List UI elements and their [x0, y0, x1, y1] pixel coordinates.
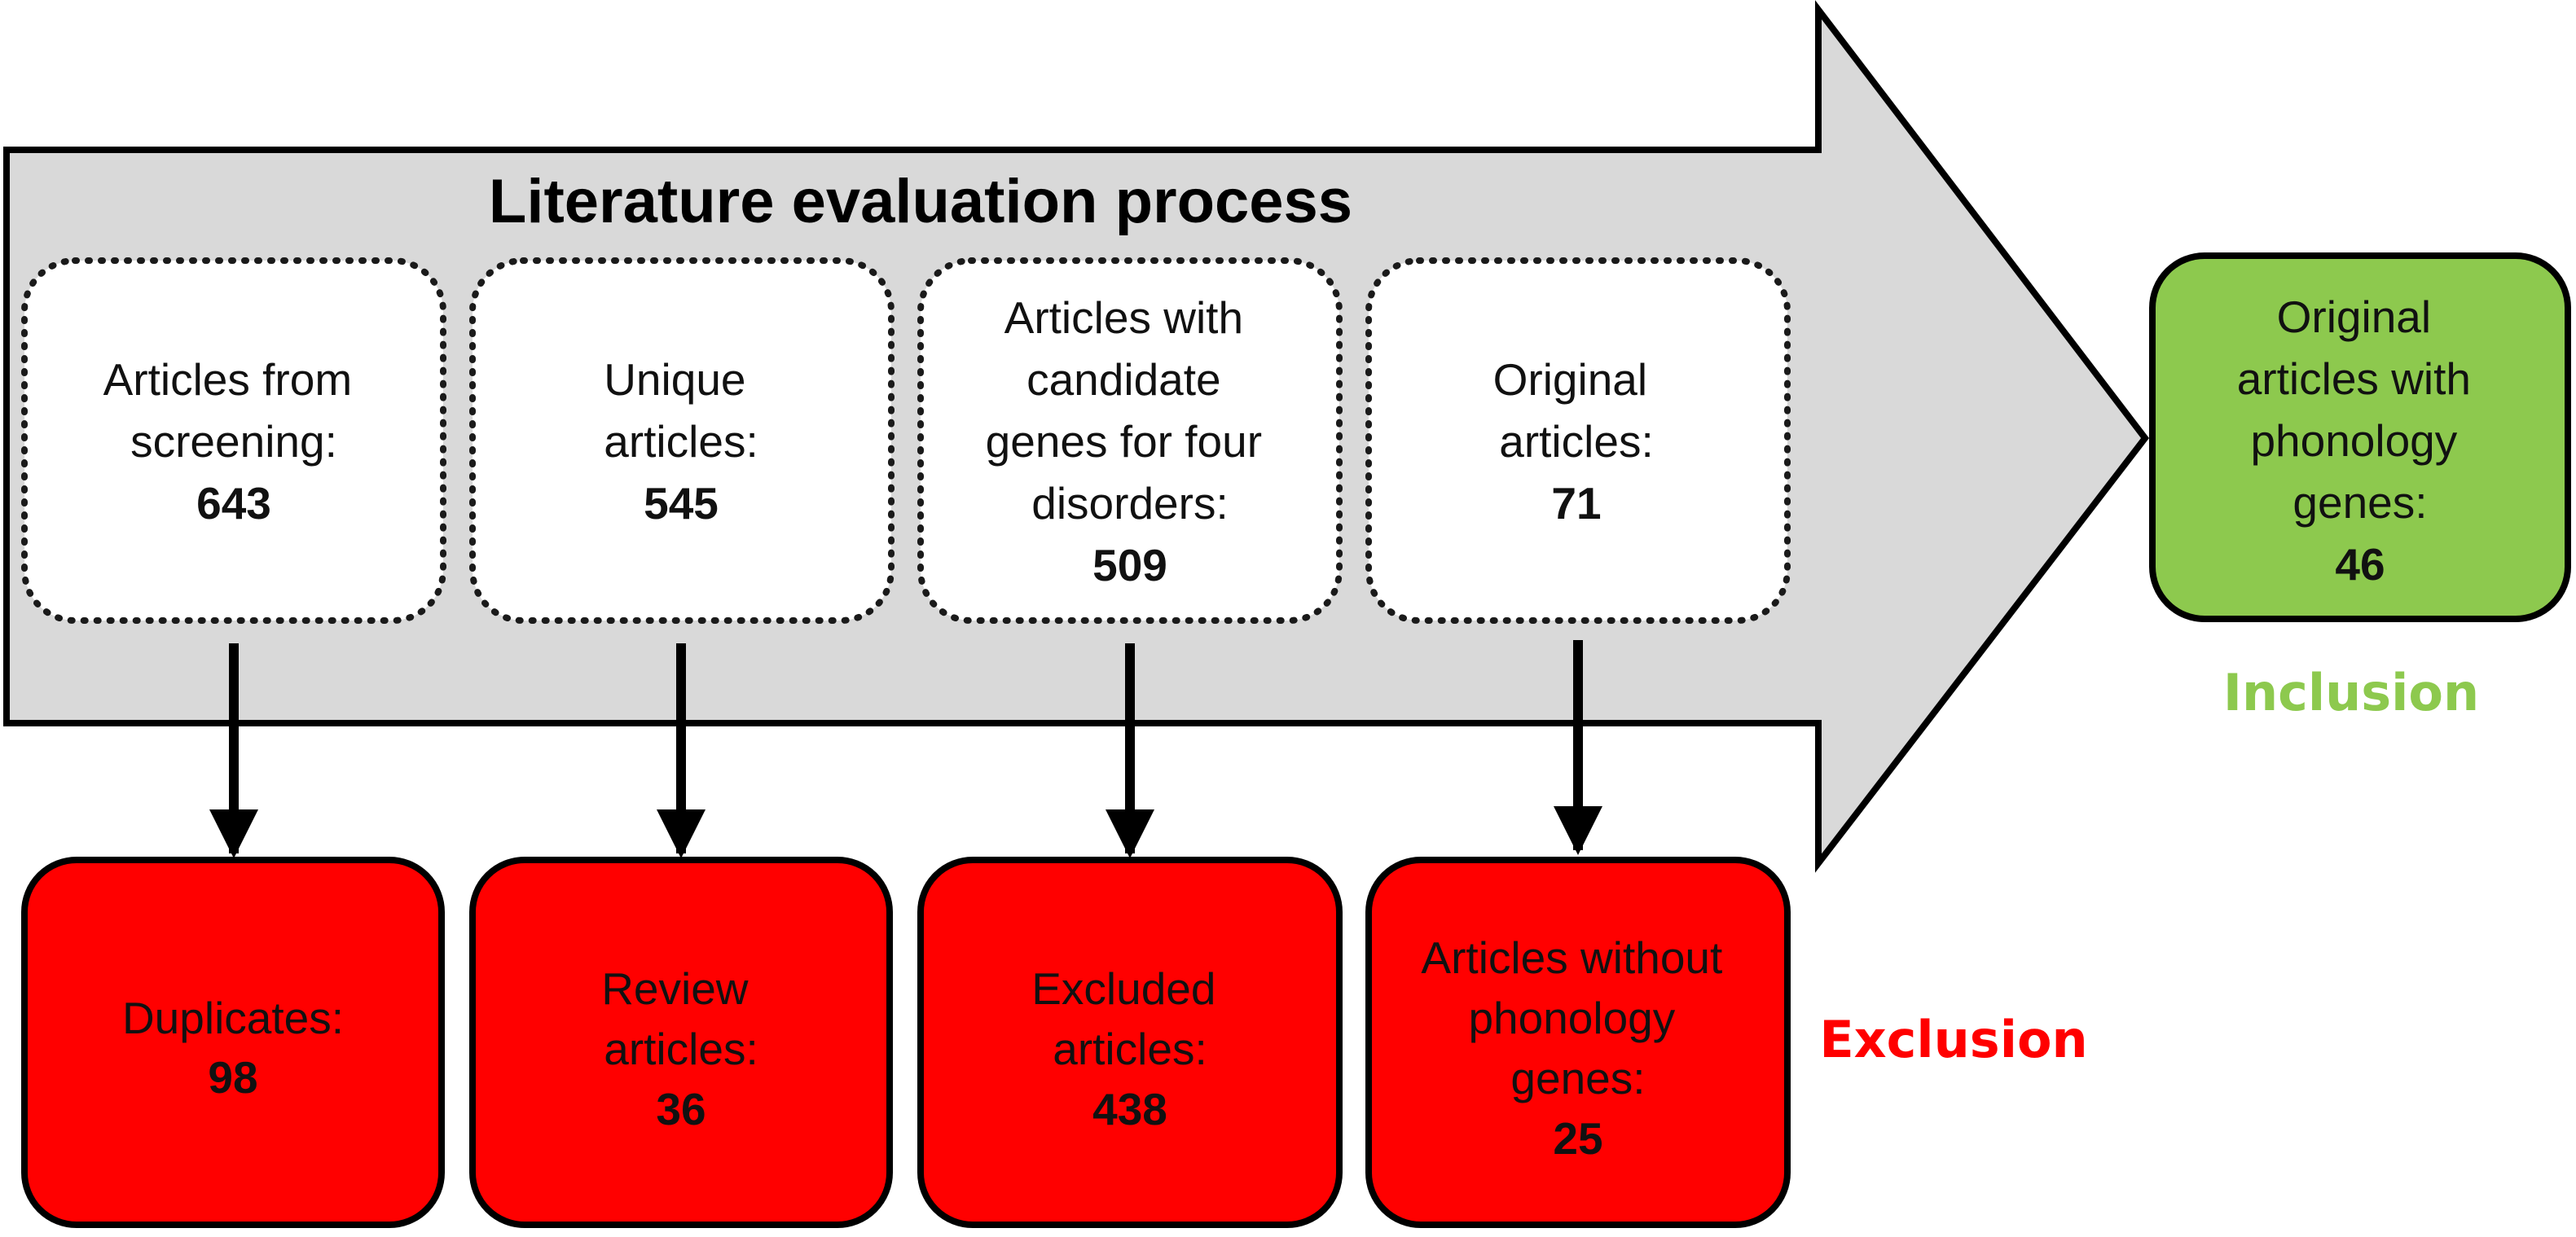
svg-text:Articles with candidat: Articles with candidate genes for four d… [986, 292, 1275, 529]
exclusion-count: 438 [1092, 1084, 1167, 1134]
exclusion-boxes: Duplicates: 98 Review articles: 36 Exclu… [21, 857, 1791, 1228]
svg-text:Articles without phono: Articles without phonology genes: [1421, 932, 1734, 1103]
step-label-line: articles: [1499, 416, 1654, 467]
inclusion-label-line: phonology [2250, 415, 2457, 466]
step-count: 545 [644, 478, 719, 529]
step-label-line: articles: [604, 416, 758, 467]
step-box [469, 257, 895, 624]
inclusion-legend-label: Inclusion [2223, 663, 2479, 722]
step-label-line: Articles from [103, 354, 353, 405]
step-box [21, 257, 446, 624]
exclusion-label-line: Excluded [1031, 963, 1215, 1014]
exclusion-label-line: articles: [1053, 1024, 1207, 1074]
exclusion-review: Review articles: 36 [469, 857, 893, 1228]
exclusion-no-phonology: Articles without phonology genes: 25 [1365, 857, 1791, 1228]
exclusion-label-line: Duplicates: [122, 993, 344, 1043]
exclusion-count: 36 [656, 1084, 706, 1134]
process-title: Literature evaluation process [489, 167, 1352, 236]
inclusion-count: 46 [2335, 539, 2385, 590]
exclusion-label-line: articles: [604, 1024, 758, 1074]
exclusion-label-line: phonology [1468, 993, 1675, 1043]
step-label-line: genes for four [986, 416, 1262, 467]
svg-text:Duplicates:: Duplicates: [122, 993, 344, 1043]
inclusion-label-line: articles with [2237, 353, 2471, 404]
exclusion-excluded: Excluded articles: 438 [917, 857, 1343, 1228]
step-label-line: candidate [1026, 354, 1221, 405]
exclusion-count: 25 [1553, 1113, 1602, 1164]
exclusion-box [917, 857, 1343, 1228]
exclusion-label-line: genes: [1510, 1053, 1645, 1103]
exclusion-legend-label: Exclusion [1819, 1010, 2087, 1069]
exclusion-arrows [209, 640, 1602, 858]
exclusion-box [21, 857, 445, 1228]
svg-text:Unique articles:: Unique articles: [604, 354, 758, 467]
step-unique: Unique articles: 545 [469, 257, 895, 624]
step-label-line: Original [1493, 354, 1648, 405]
exclusion-duplicates: Duplicates: 98 [21, 857, 445, 1228]
exclusion-label-line: Review [601, 963, 749, 1014]
step-count: 643 [196, 478, 271, 529]
step-label-line: Articles with [1004, 292, 1243, 343]
step-original: Original articles: 71 [1365, 257, 1791, 624]
exclusion-box [1365, 857, 1791, 1228]
step-box [917, 257, 1343, 624]
step-box [1365, 257, 1791, 624]
exclusion-box [469, 857, 893, 1228]
step-count: 71 [1551, 478, 1601, 529]
exclusion-count: 98 [208, 1052, 257, 1103]
svg-text:Original articles with: Original articles with phonology genes: [2237, 292, 2484, 528]
svg-text:Review articles:: Review articles: [601, 963, 761, 1074]
step-candidate-genes: Articles with candidate genes for four d… [917, 257, 1343, 624]
inclusion-box [2149, 252, 2571, 622]
step-label-line: Unique [604, 354, 745, 405]
inclusion-result: Original articles with phonology genes: … [2149, 252, 2571, 622]
svg-text:Original articles:: Original articles: [1493, 354, 1660, 467]
step-label-line: disorders: [1031, 478, 1228, 529]
process-steps: Articles from screening: 643 Unique arti… [21, 257, 1791, 624]
step-screening: Articles from screening: 643 [21, 257, 446, 624]
inclusion-label-line: Original [2277, 292, 2432, 342]
exclusion-label-line: Articles without [1421, 932, 1722, 983]
inclusion-label-line: genes: [2292, 477, 2427, 528]
step-count: 509 [1092, 540, 1167, 590]
svg-text:Excluded articles:: Excluded articles: [1031, 963, 1229, 1074]
svg-text:Articles from screenin: Articles from screening: [103, 354, 365, 467]
step-label-line: screening: [130, 416, 337, 467]
